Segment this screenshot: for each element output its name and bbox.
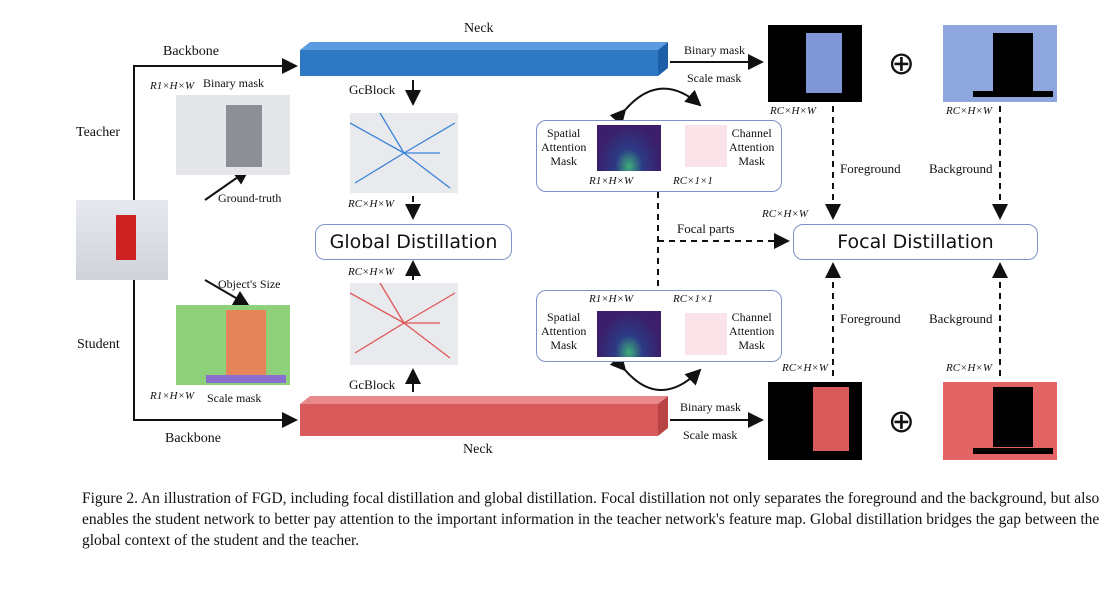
focal-parts-dim: RC×H×W: [762, 208, 809, 220]
teacher-neck-label: Neck: [464, 21, 494, 36]
student-mask-dim: R1×H×W: [150, 390, 195, 402]
student-bg-dim: RC×H×W: [946, 362, 993, 374]
teacher-binary-mask-label: Binary mask: [684, 43, 745, 57]
student-gcblock-image: [350, 283, 458, 365]
teacher-fg-dim: RC×H×W: [770, 105, 817, 117]
student-backbone-label: Backbone: [165, 431, 221, 446]
student-fg-dim: RC×H×W: [782, 362, 829, 374]
channel-attention-map: [685, 313, 727, 355]
scale-mask-label: Scale mask: [207, 391, 262, 405]
focal-distillation-label: Focal Distillation: [837, 231, 994, 253]
teacher-mask-dim: R1×H×W: [150, 80, 195, 92]
teacher-gc-dim: RC×H×W: [348, 198, 395, 210]
teacher-gcblock-image: [350, 113, 458, 193]
teacher-backbone-label: Backbone: [163, 44, 219, 59]
student-label: Student: [77, 337, 120, 352]
focal-distillation-box: Focal Distillation: [793, 224, 1038, 260]
teacher-neck-bar: [300, 42, 668, 76]
teacher-background-image: [943, 25, 1057, 102]
student-foreground-image: [768, 382, 862, 460]
teacher-foreground-image: [768, 25, 862, 102]
objects-size-label: Object's Size: [218, 277, 281, 291]
student-neck-label: Neck: [463, 442, 493, 457]
student-scale-mask-image: [176, 305, 290, 385]
channel-attention-map: [685, 125, 727, 167]
student-scale-mask-label: Scale mask: [683, 428, 738, 442]
teacher-add-icon: ⊕: [888, 44, 915, 82]
spatial-attention-map: [597, 311, 661, 357]
ground-truth-label: Ground-truth: [218, 191, 282, 205]
global-distillation-label: Global Distillation: [329, 231, 498, 253]
student-background-label: Background: [929, 311, 993, 326]
student-binary-mask-label: Binary mask: [680, 400, 741, 414]
teacher-foreground-label: Foreground: [840, 161, 901, 176]
student-add-icon: ⊕: [888, 402, 915, 440]
focal-parts-label: Focal parts: [677, 221, 735, 236]
teacher-binary-mask-image: [176, 95, 290, 175]
spatial-dim: R1×H×W: [589, 175, 634, 187]
teacher-scale-mask-label: Scale mask: [687, 71, 742, 85]
student-gcblock-label: GcBlock: [349, 377, 396, 392]
figure-caption: Figure 2. An illustration of FGD, includ…: [82, 490, 1100, 549]
spatial-attention-map: [597, 125, 661, 171]
binary-mask-label: Binary mask: [203, 76, 264, 90]
teacher-bg-dim: RC×H×W: [946, 105, 993, 117]
student-neck-bar: [300, 396, 668, 436]
teacher-background-label: Background: [929, 161, 993, 176]
channel-dim: RC×1×1: [673, 175, 713, 187]
spatial-dim: R1×H×W: [589, 293, 634, 305]
student-gc-dim: RC×H×W: [348, 266, 395, 278]
global-distillation-box: Global Distillation: [315, 224, 512, 260]
input-image: [76, 200, 168, 280]
teacher-gcblock-label: GcBlock: [349, 82, 396, 97]
channel-dim: RC×1×1: [673, 293, 713, 305]
student-background-image: [943, 382, 1057, 460]
teacher-label: Teacher: [76, 125, 121, 140]
student-foreground-label: Foreground: [840, 311, 901, 326]
